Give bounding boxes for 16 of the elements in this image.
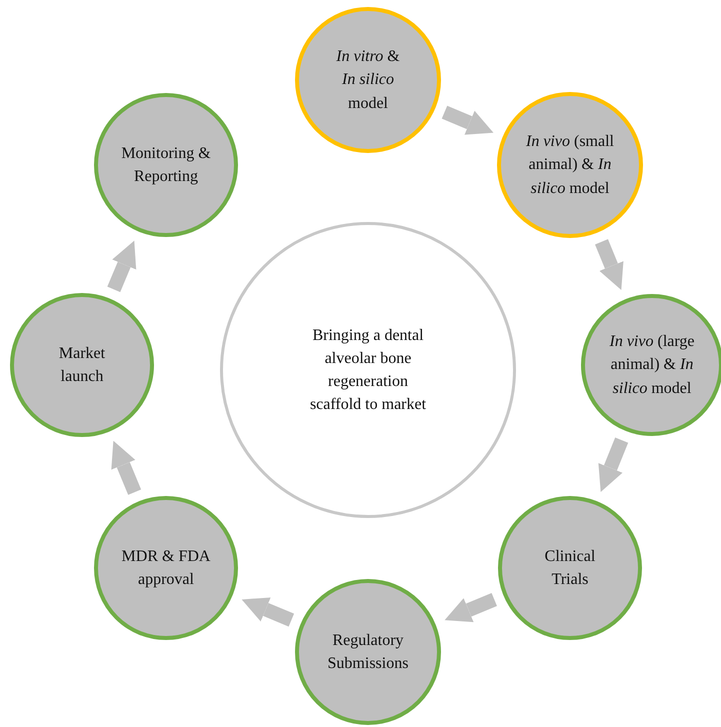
arrow	[107, 240, 136, 292]
step-label: In vivo (small animal) & In silico model	[525, 132, 615, 199]
step-label: Clinical Trials	[544, 546, 596, 590]
step-label: Regulatory Submissions	[326, 630, 410, 674]
arrow	[598, 437, 628, 492]
step-label: In vivo (large animal) & In silico model	[608, 332, 696, 399]
step-label: Bringing a dental alveolar bone regeneration scaffold to market	[308, 326, 428, 416]
arrow	[595, 239, 624, 290]
step-label: Monitoring & Reporting	[120, 144, 212, 187]
step-label: MDR & FDA approval	[121, 546, 211, 590]
step-label: Market launch	[58, 344, 106, 387]
arrow	[444, 593, 497, 622]
step-label: In vitro & In silico model	[335, 47, 401, 114]
arrow	[442, 106, 494, 135]
arrow	[111, 440, 142, 495]
arrow	[242, 597, 294, 627]
